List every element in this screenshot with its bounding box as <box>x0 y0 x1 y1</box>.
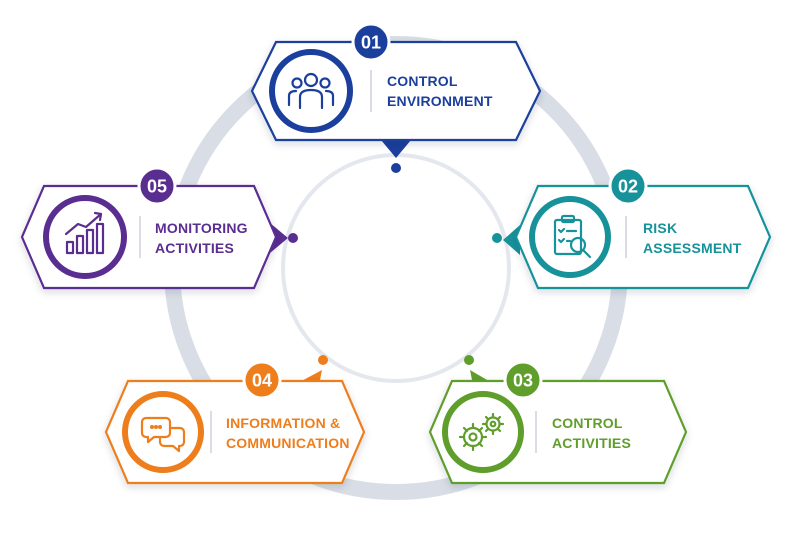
card-05-title-line1: MONITORING <box>155 220 248 236</box>
card-01-pointer <box>381 140 411 158</box>
step-card-02: RISK ASSESSMENT 02 <box>503 166 772 290</box>
number-badge-02 <box>608 166 648 206</box>
card-04-title-line2: COMMUNICATION <box>226 435 350 451</box>
growth-chart-icon <box>64 211 105 255</box>
card-04-title-line1: INFORMATION & <box>226 415 340 431</box>
connector-dot-05 <box>288 233 298 243</box>
chat-bubbles-icon <box>140 416 186 453</box>
number-badge-03-text: 03 <box>513 371 533 391</box>
connector-dot-01 <box>391 163 401 173</box>
number-badge-03 <box>503 360 543 400</box>
number-badge-05-text: 05 <box>147 177 167 197</box>
step-card-01: CONTROL ENVIRONMENT 01 <box>250 22 542 158</box>
card-03-title-line2: ACTIVITIES <box>552 435 631 451</box>
number-badge-01-text: 01 <box>361 33 381 53</box>
card-03-icon-ring <box>442 391 524 473</box>
clipboard-magnifier-icon <box>553 214 592 259</box>
card-02-icon-ring <box>529 196 611 278</box>
inner-ring <box>281 153 511 383</box>
step-card-05: MONITORING ACTIVITIES 05 <box>20 166 288 290</box>
card-02-title-line1: RISK <box>643 220 677 236</box>
number-badge-01 <box>351 22 391 62</box>
card-02-title-line2: ASSESSMENT <box>643 240 742 256</box>
number-badge-02-text: 02 <box>618 177 638 197</box>
gears-icon <box>458 412 505 452</box>
card-01-title-line2: ENVIRONMENT <box>387 93 493 109</box>
connector-dot-02 <box>492 233 502 243</box>
card-01-title-line1: CONTROL <box>387 73 458 89</box>
card-05-title-line2: ACTIVITIES <box>155 240 234 256</box>
number-badge-04-text: 04 <box>252 371 272 391</box>
card-04-icon-ring <box>122 391 204 473</box>
number-badge-04 <box>242 360 282 400</box>
step-card-04: INFORMATION & COMMUNICATION 04 <box>104 360 366 485</box>
connector-dot-03 <box>464 355 474 365</box>
number-badge-05 <box>137 166 177 206</box>
connector-dot-04 <box>318 355 328 365</box>
card-05-icon-ring <box>43 195 127 279</box>
step-card-03: CONTROL ACTIVITIES 03 <box>428 360 688 485</box>
card-02-pointer <box>503 225 520 255</box>
card-05-pointer <box>270 223 288 253</box>
card-03-title-line1: CONTROL <box>552 415 623 431</box>
people-icon <box>287 72 335 110</box>
